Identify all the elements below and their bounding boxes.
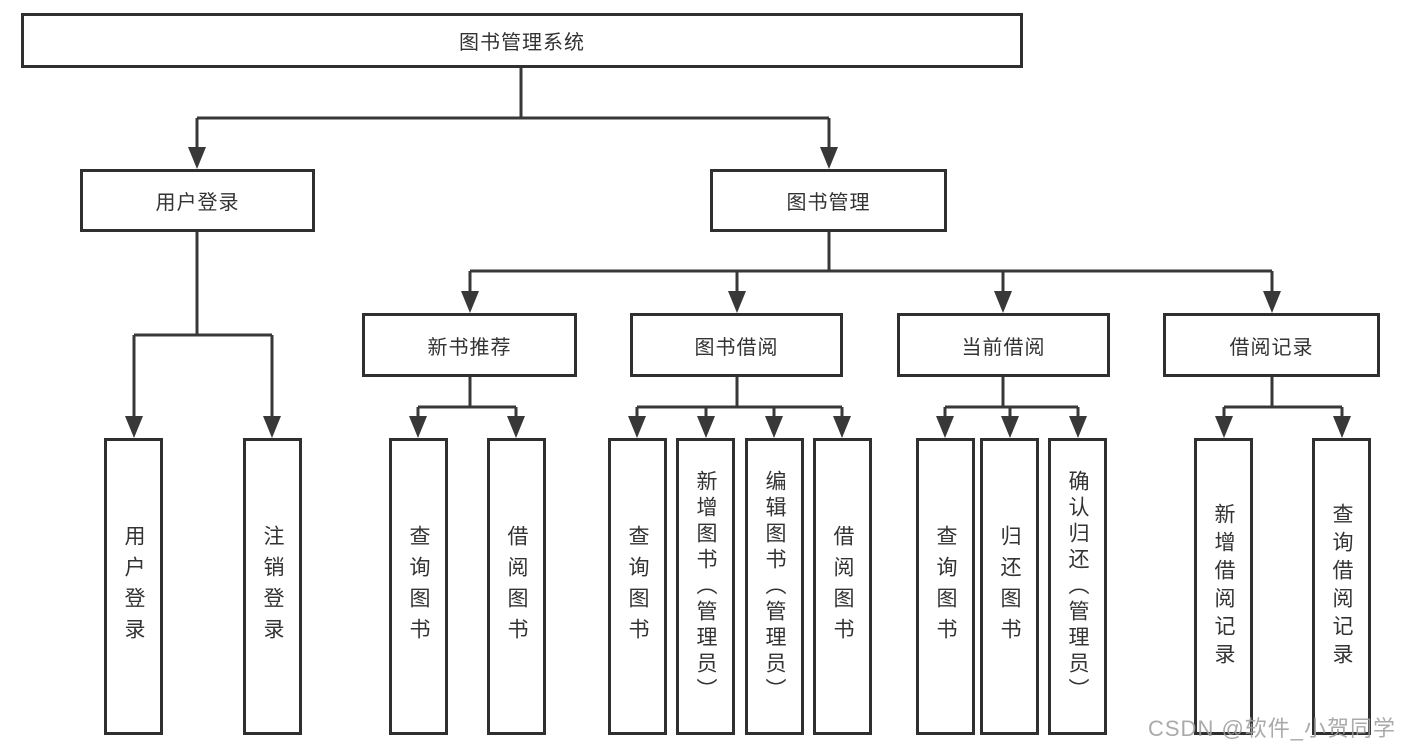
leaf-confirm-return-admin-label: 确认归还（管理员）: [1066, 469, 1089, 704]
leaf-add-books-admin-label: 新增图书（管理员）: [694, 469, 717, 704]
node-root: 图书管理系统: [21, 13, 1023, 68]
node-book-borrowing-label: 图书借阅: [694, 336, 779, 359]
leaf-return-books: 归还图书: [980, 438, 1039, 735]
leaf-borrow-books-recommend-label: 借阅图书: [505, 524, 528, 649]
leaf-add-books-admin: 新增图书（管理员）: [676, 438, 735, 735]
leaf-query-books-recommend-label: 查询图书: [407, 524, 430, 649]
node-user-login: 用户登录: [80, 169, 315, 232]
leaf-return-books-label: 归还图书: [998, 524, 1021, 649]
leaf-query-books-borrowing: 查询图书: [608, 438, 667, 735]
node-borrow-records: 借阅记录: [1163, 313, 1380, 377]
leaf-query-books-current: 查询图书: [916, 438, 975, 735]
node-current-borrowing: 当前借阅: [897, 313, 1110, 377]
leaf-query-books-current-label: 查询图书: [934, 524, 957, 649]
leaf-query-borrow-record-label: 查询借阅记录: [1330, 502, 1353, 671]
leaf-user-login-label: 用户登录: [122, 524, 145, 649]
leaf-add-borrow-record: 新增借阅记录: [1194, 438, 1253, 735]
node-current-borrowing-label: 当前借阅: [961, 336, 1046, 359]
leaf-borrow-books-borrowing: 借阅图书: [813, 438, 872, 735]
node-user-login-label: 用户登录: [155, 192, 240, 214]
csdn-watermark: CSDN @软件_小贺同学: [1148, 716, 1397, 741]
leaf-query-books-borrowing-label: 查询图书: [626, 524, 649, 649]
node-new-book-recommend-label: 新书推荐: [427, 336, 512, 359]
leaf-user-login: 用户登录: [104, 438, 163, 735]
leaf-edit-books-admin-label: 编辑图书（管理员）: [763, 469, 786, 704]
leaf-borrow-books-borrowing-label: 借阅图书: [831, 524, 854, 649]
node-new-book-recommend: 新书推荐: [362, 313, 577, 377]
leaf-query-borrow-record: 查询借阅记录: [1312, 438, 1371, 735]
leaf-borrow-books-recommend: 借阅图书: [487, 438, 546, 735]
node-root-label: 图书管理系统: [459, 32, 585, 54]
leaf-query-books-recommend: 查询图书: [389, 438, 448, 735]
leaf-logout-label: 注销登录: [261, 524, 284, 649]
leaf-add-borrow-record-label: 新增借阅记录: [1212, 502, 1235, 671]
leaf-logout: 注销登录: [243, 438, 302, 735]
node-book-borrowing: 图书借阅: [630, 313, 843, 377]
arrowheads: [125, 147, 1351, 438]
node-borrow-records-label: 借阅记录: [1229, 336, 1314, 359]
leaf-edit-books-admin: 编辑图书（管理员）: [745, 438, 804, 735]
leaf-confirm-return-admin: 确认归还（管理员）: [1048, 438, 1107, 735]
node-book-management: 图书管理: [710, 169, 947, 232]
node-book-management-label: 图书管理: [786, 192, 871, 214]
